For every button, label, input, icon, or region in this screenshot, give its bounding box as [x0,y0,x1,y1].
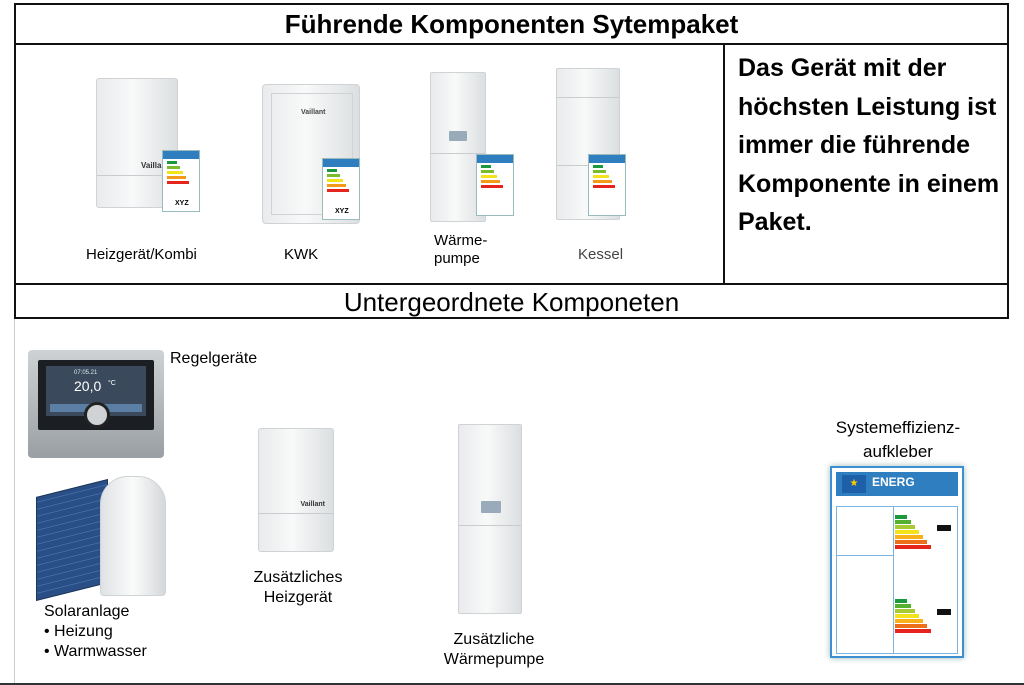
label-line: Heizgerät [263,589,333,606]
controller-knob [84,402,110,428]
energy-label-mini: XYZ [322,158,360,220]
label-line: Zusätzliches [253,569,343,586]
label-line: Zusätzliche [453,631,535,648]
label-line: Wärme- [434,232,488,249]
label-line: aufkleber [863,442,933,461]
solar-panel-image [36,479,108,601]
solar-label: Solaranlage • Heizung • Warmwasser [44,602,147,662]
eu-flag-icon: ★ [842,475,866,493]
energy-label-mini [588,154,626,216]
label-line: • Warmwasser [44,643,147,660]
brand-logo: Vaillant [140,161,169,170]
sticker-label: Systemeffizienz- aufkleber [810,416,986,464]
section-subtitle: Untergeordnete Komponeten [16,283,1007,319]
extra-heatpump-image [458,424,522,614]
bottom-rule [0,683,1024,685]
product-label-kwk: KWK [284,246,319,263]
label-line: Wärmepumpe [443,651,545,668]
brand-logo: Vaillant [301,109,326,116]
label-line: Systemeffizienz- [835,418,961,437]
energy-label-mini [476,154,514,216]
product-label-kessel: Kessel [578,246,624,263]
product-label-waermepumpe: Wärme- pumpe [434,232,487,268]
extra-heater-image: Vaillant [258,428,334,552]
divider [723,45,725,283]
lead-text: Das Gerät mit der höchsten Leistung ist … [738,54,1000,236]
controller-image: 07:05.21 20,0 °C [28,350,164,458]
label-line: • Heizung [44,623,113,640]
energ-text: ENERG [872,475,915,489]
left-rule [14,319,15,685]
page-title: Führende Komponenten Sytempaket [16,5,1007,45]
mini-label-text: XYZ [335,208,349,215]
label-line: Solaranlage [44,603,130,620]
controller-unit: °C [108,380,116,387]
extra-heater-label: Zusätzliches Heizgerät [232,568,364,608]
controller-label: Regelgeräte [170,350,258,367]
system-efficiency-sticker: ★ ENERG [830,466,964,658]
mini-label-text: XYZ [175,200,189,207]
top-frame: Führende Komponenten Sytempaket Das Gerä… [14,3,1009,319]
controller-temp: 20,0 [74,378,102,394]
energy-label-mini: XYZ [162,150,200,212]
controller-time: 07:05.21 [74,370,98,376]
label-line: pumpe [434,250,480,267]
brand-logo: Vaillant [300,501,325,508]
storage-tank-image [100,476,166,596]
extra-heatpump-label: Zusätzliche Wärmepumpe [424,630,564,670]
sticker-header: ★ ENERG [836,472,958,496]
product-label-heizgeraet: Heizgerät/Kombi [86,246,197,263]
